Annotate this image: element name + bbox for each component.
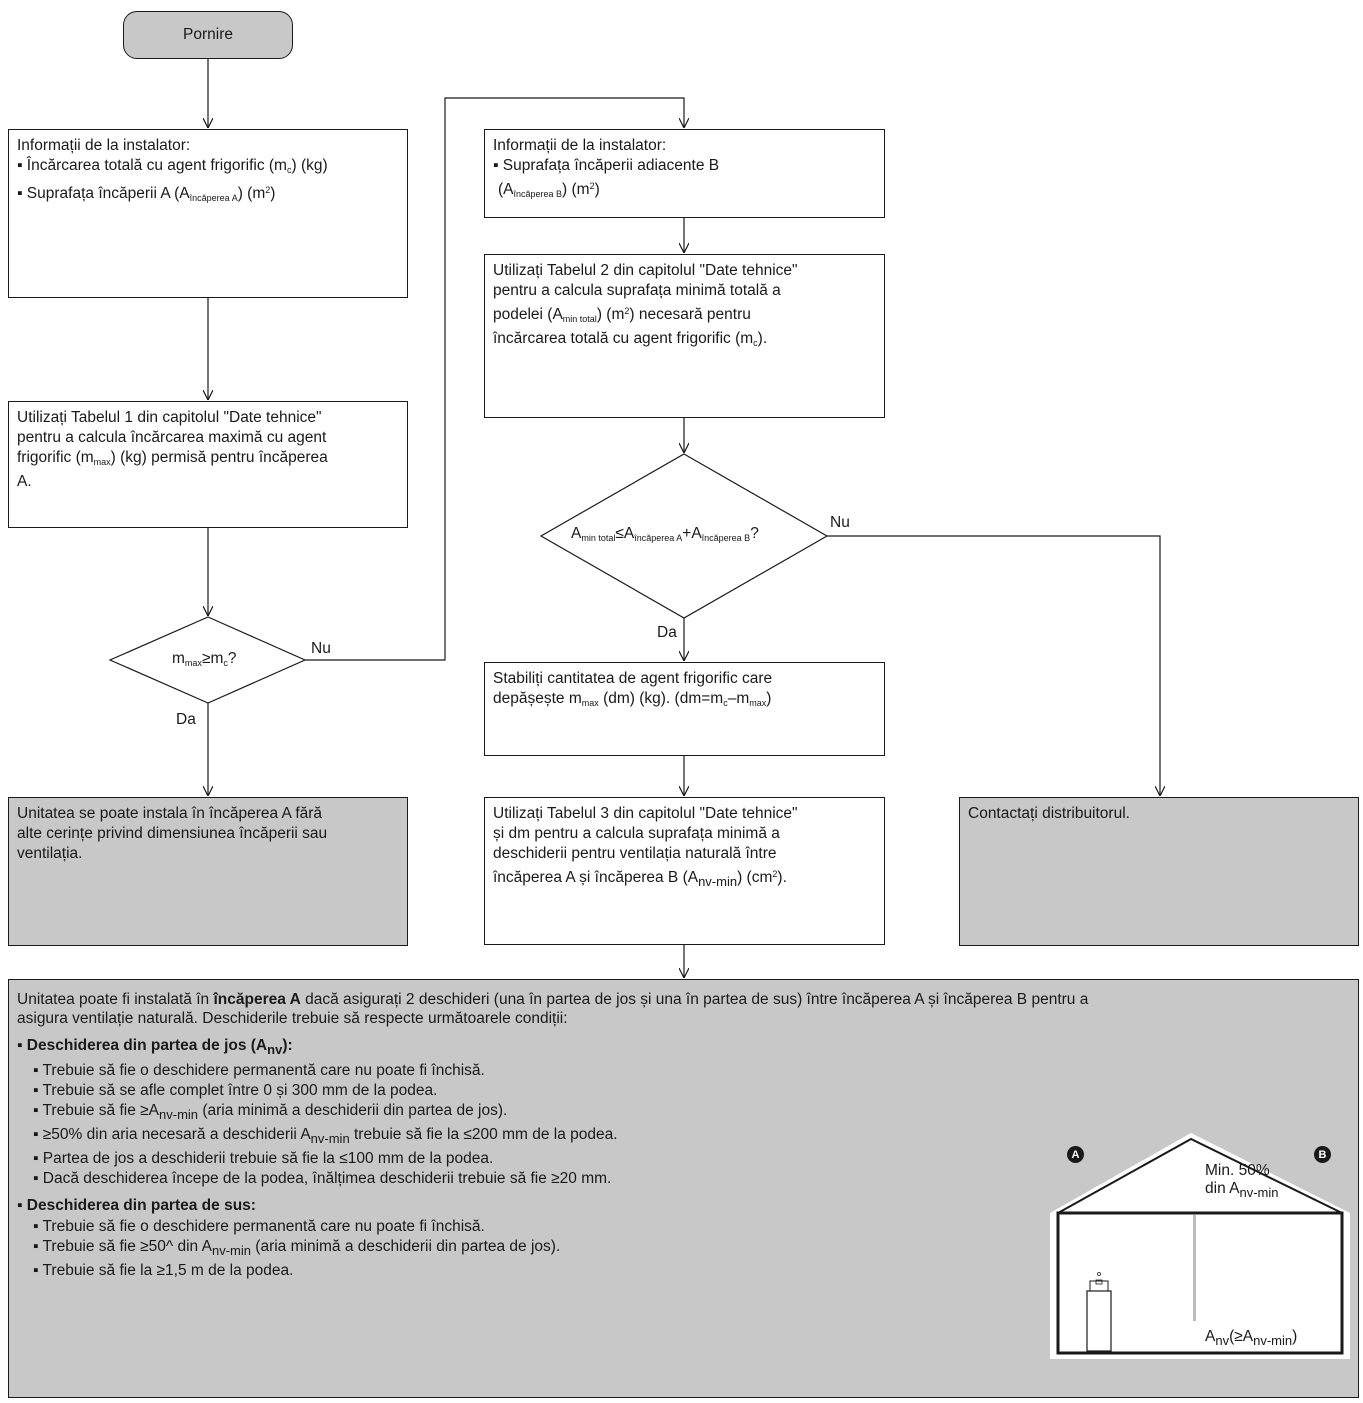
text-line: Informații de la instalator: <box>493 137 667 154</box>
text-line: alte cerințe privind dimensiunea încăper… <box>17 825 328 842</box>
label-da-1: Da <box>176 711 196 728</box>
unit-top <box>1089 1280 1109 1292</box>
unit-indicator <box>1097 1272 1101 1276</box>
label-nu-1: Nu <box>311 640 331 657</box>
list-item: ▪ Dacă deschiderea începe de la podea, î… <box>33 1170 612 1187</box>
text-line: Utilizați Tabelul 3 din capitolul "Date … <box>493 805 798 822</box>
text-line: pentru a calcula suprafața minimă totală… <box>493 282 781 299</box>
text-line: ▪ Suprafața încăperii adiacente B <box>493 157 720 174</box>
decision-2-condition: Amin total≤Aîncăperea A+Aîncăperea B? <box>571 525 759 543</box>
label-da-2: Da <box>657 624 677 641</box>
decision-1-condition: mmax≥mc? <box>172 650 237 668</box>
text-line: A. <box>17 473 32 490</box>
text-line: Utilizați Tabelul 1 din capitolul "Date … <box>17 409 322 426</box>
text-line: podelei (Amin total) (m2) necesară pentr… <box>493 306 751 324</box>
text-line: ▪ Încărcarea totală cu agent frigorific … <box>17 157 328 175</box>
text-line: (Aîncăperea B) (m2) <box>498 181 600 199</box>
arrow-nu1-to-info-b <box>305 97 684 661</box>
label-bottom-opening: Anv(≥Anv-min) <box>1205 1328 1298 1348</box>
roof-line <box>1057 1137 1343 1214</box>
text-line: pentru a calcula încărcarea maximă cu ag… <box>17 429 327 446</box>
unit-display <box>1095 1279 1103 1285</box>
arrow-nu2-to-contact <box>827 535 1160 795</box>
badge-room-a: A <box>1067 1146 1084 1163</box>
indoor-unit-icon <box>1086 1290 1112 1352</box>
list-item: ▪ Trebuie să fie la ≥1,5 m de la podea. <box>33 1262 294 1279</box>
list-item: ▪ Trebuie să fie o deschidere permanentă… <box>33 1062 485 1079</box>
text-line: încăperea A și încăperea B (Anv-min) (cm… <box>493 869 787 889</box>
start-terminal: Pornire <box>123 11 293 59</box>
box-table1: Utilizați Tabelul 1 din capitolul "Date … <box>8 401 408 528</box>
box-installer-info-b: Informații de la instalator: ▪ Suprafața… <box>484 129 885 218</box>
list-item: ▪ Trebuie să fie o deschidere permanentă… <box>33 1218 485 1235</box>
text-line: și dm pentru a calcula suprafața minimă … <box>493 825 780 842</box>
text-line: Contactați distribuitorul. <box>968 805 1130 822</box>
start-label: Pornire <box>183 26 233 43</box>
text-line: Stabiliți cantitatea de agent frigorific… <box>493 670 773 687</box>
list-item: ▪ Trebuie să fie ≥Anv-min (aria minimă a… <box>33 1102 508 1122</box>
box-table2: Utilizați Tabelul 2 din capitolul "Date … <box>484 254 885 418</box>
requirements-intro: Unitatea poate fi instalată în încăperea… <box>17 991 1089 1027</box>
section-top-opening: ▪ Deschiderea din partea de sus: <box>17 1197 256 1214</box>
list-item: ▪ Trebuie să se afle complet între 0 și … <box>33 1082 438 1099</box>
badge-room-b: B <box>1314 1146 1331 1163</box>
label-top-opening: Min. 50%din Anv-min <box>1205 1162 1279 1200</box>
text-line: depășește mmax (dm) (kg). (dm=mc–mmax) <box>493 690 772 708</box>
text-line: deschiderii pentru ventilația naturală î… <box>493 845 777 862</box>
text-line: Informații de la instalator: <box>17 137 191 154</box>
text-line: ventilația. <box>17 845 83 862</box>
box-install-ok: Unitatea se poate instala în încăperea A… <box>8 797 408 946</box>
house-illustration <box>1050 1133 1350 1359</box>
section-bottom-opening: ▪ Deschiderea din partea de jos (Anv): <box>17 1037 293 1057</box>
box-installer-info-a: Informații de la instalator: ▪ Încărcare… <box>8 129 408 298</box>
text-line: ▪ Suprafața încăperii A (Aîncăperea A) (… <box>17 185 276 203</box>
text-line: frigorific (mmax) (kg) permisă pentru în… <box>17 449 328 467</box>
partition-wall <box>1193 1215 1196 1321</box>
text-line: încărcarea totală cu agent frigorific (m… <box>493 330 768 348</box>
box-excess-refrigerant: Stabiliți cantitatea de agent frigorific… <box>484 662 885 756</box>
text-line: Utilizați Tabelul 2 din capitolul "Date … <box>493 262 798 279</box>
text-line: Unitatea se poate instala în încăperea A… <box>17 805 323 822</box>
list-item: ▪ ≥50% din aria necesară a deschiderii A… <box>33 1126 618 1146</box>
list-item: ▪ Trebuie să fie ≥50^ din Anv-min (aria … <box>33 1238 561 1258</box>
list-item: ▪ Partea de jos a deschiderii trebuie să… <box>33 1150 494 1167</box>
label-nu-2: Nu <box>830 514 850 531</box>
box-table3: Utilizați Tabelul 3 din capitolul "Date … <box>484 797 885 945</box>
box-contact-distributor: Contactați distribuitorul. <box>959 797 1359 946</box>
